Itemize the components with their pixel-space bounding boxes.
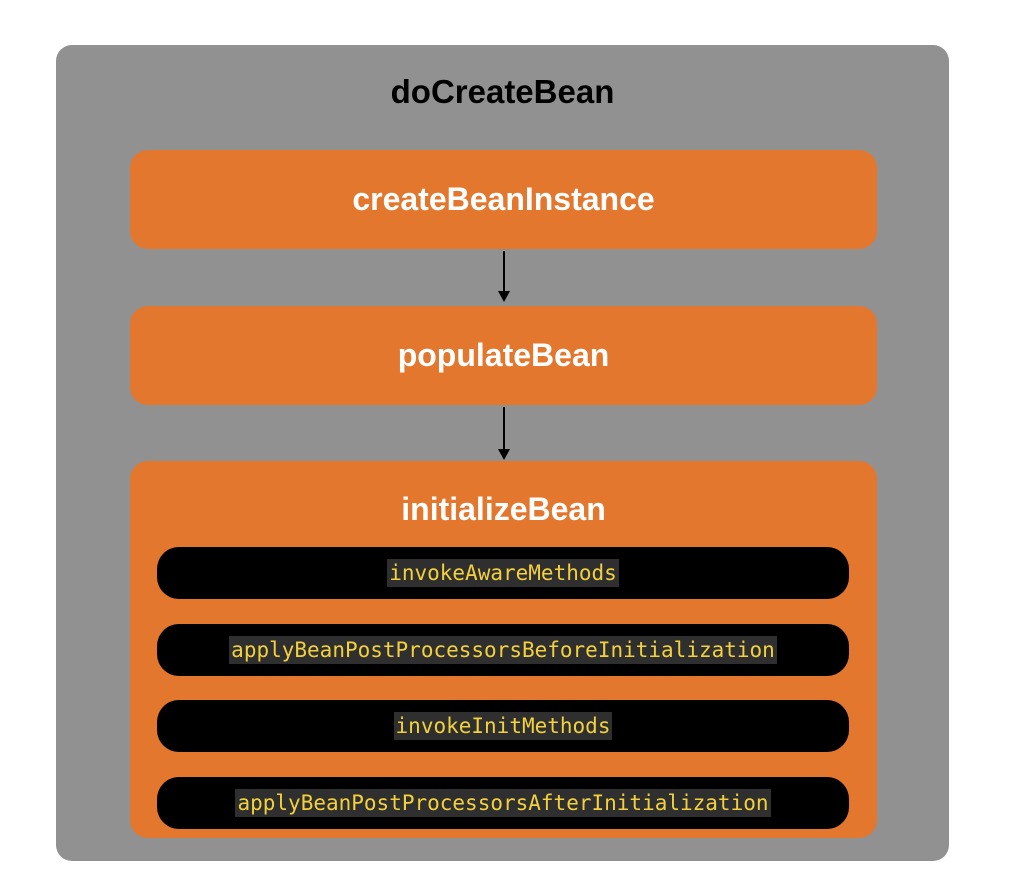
populateBean-box: populateBean [130,306,877,405]
step-label: applyBeanPostProcessorsAfterInitializati… [235,789,771,817]
createBeanInstance-box: createBeanInstance [130,150,877,249]
populateBean-label: populateBean [397,337,610,373]
initializeBean-label: initializeBean [401,491,606,527]
step-label: invokeInitMethods [393,712,613,740]
createBeanInstance-label: createBeanInstance [352,181,655,217]
initializeBean-box: initializeBean invokeAwareMethods applyB… [130,461,877,838]
diagram-title: doCreateBean [390,73,615,110]
step-label: invokeAwareMethods [387,559,619,587]
step-invokeAwareMethods: invokeAwareMethods [157,547,849,599]
step-label: applyBeanPostProcessorsBeforeInitializat… [229,636,777,664]
step-invokeInitMethods: invokeInitMethods [157,700,849,752]
step-applyBeanPostProcessorsAfterInitialization: applyBeanPostProcessorsAfterInitializati… [157,777,849,829]
arrow-populate-to-initialize [498,407,510,460]
step-applyBeanPostProcessorsBeforeInitialization: applyBeanPostProcessorsBeforeInitializat… [157,624,849,676]
arrow-create-to-populate [498,251,510,302]
